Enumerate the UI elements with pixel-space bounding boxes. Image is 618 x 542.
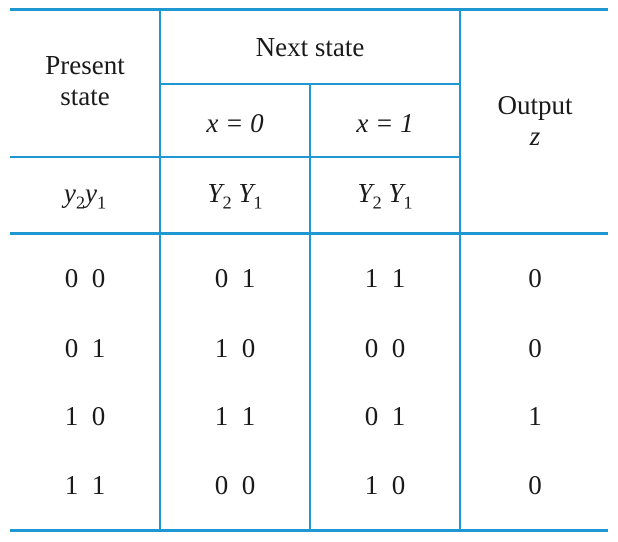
col-rule-1 (159, 8, 161, 532)
x1-heading: x = 1 (356, 108, 414, 138)
output-cell: 0 (528, 333, 542, 363)
next-variables-x1: Y2 Y1 (357, 178, 413, 213)
present-state-line1: Present (45, 50, 125, 80)
output-cell: 1 (528, 401, 542, 431)
subheader-rule (10, 156, 460, 158)
output-variable: z (529, 121, 541, 151)
output-label: Output (497, 90, 573, 120)
output-heading: Output z (460, 90, 610, 152)
next-state-heading: Next state (255, 32, 365, 62)
top-rule (10, 8, 608, 11)
present-state-heading: Present state (10, 50, 160, 112)
output-cell: 0 (528, 263, 542, 293)
present-state-line2: state (60, 81, 110, 111)
col-rule-3 (459, 8, 461, 532)
next-variables-x0: Y2 Y1 (207, 178, 263, 213)
present-variables: y2y1 (63, 178, 107, 213)
col-rule-2 (309, 83, 311, 532)
x0-heading: x = 0 (206, 108, 264, 138)
output-cell: 0 (528, 470, 542, 500)
